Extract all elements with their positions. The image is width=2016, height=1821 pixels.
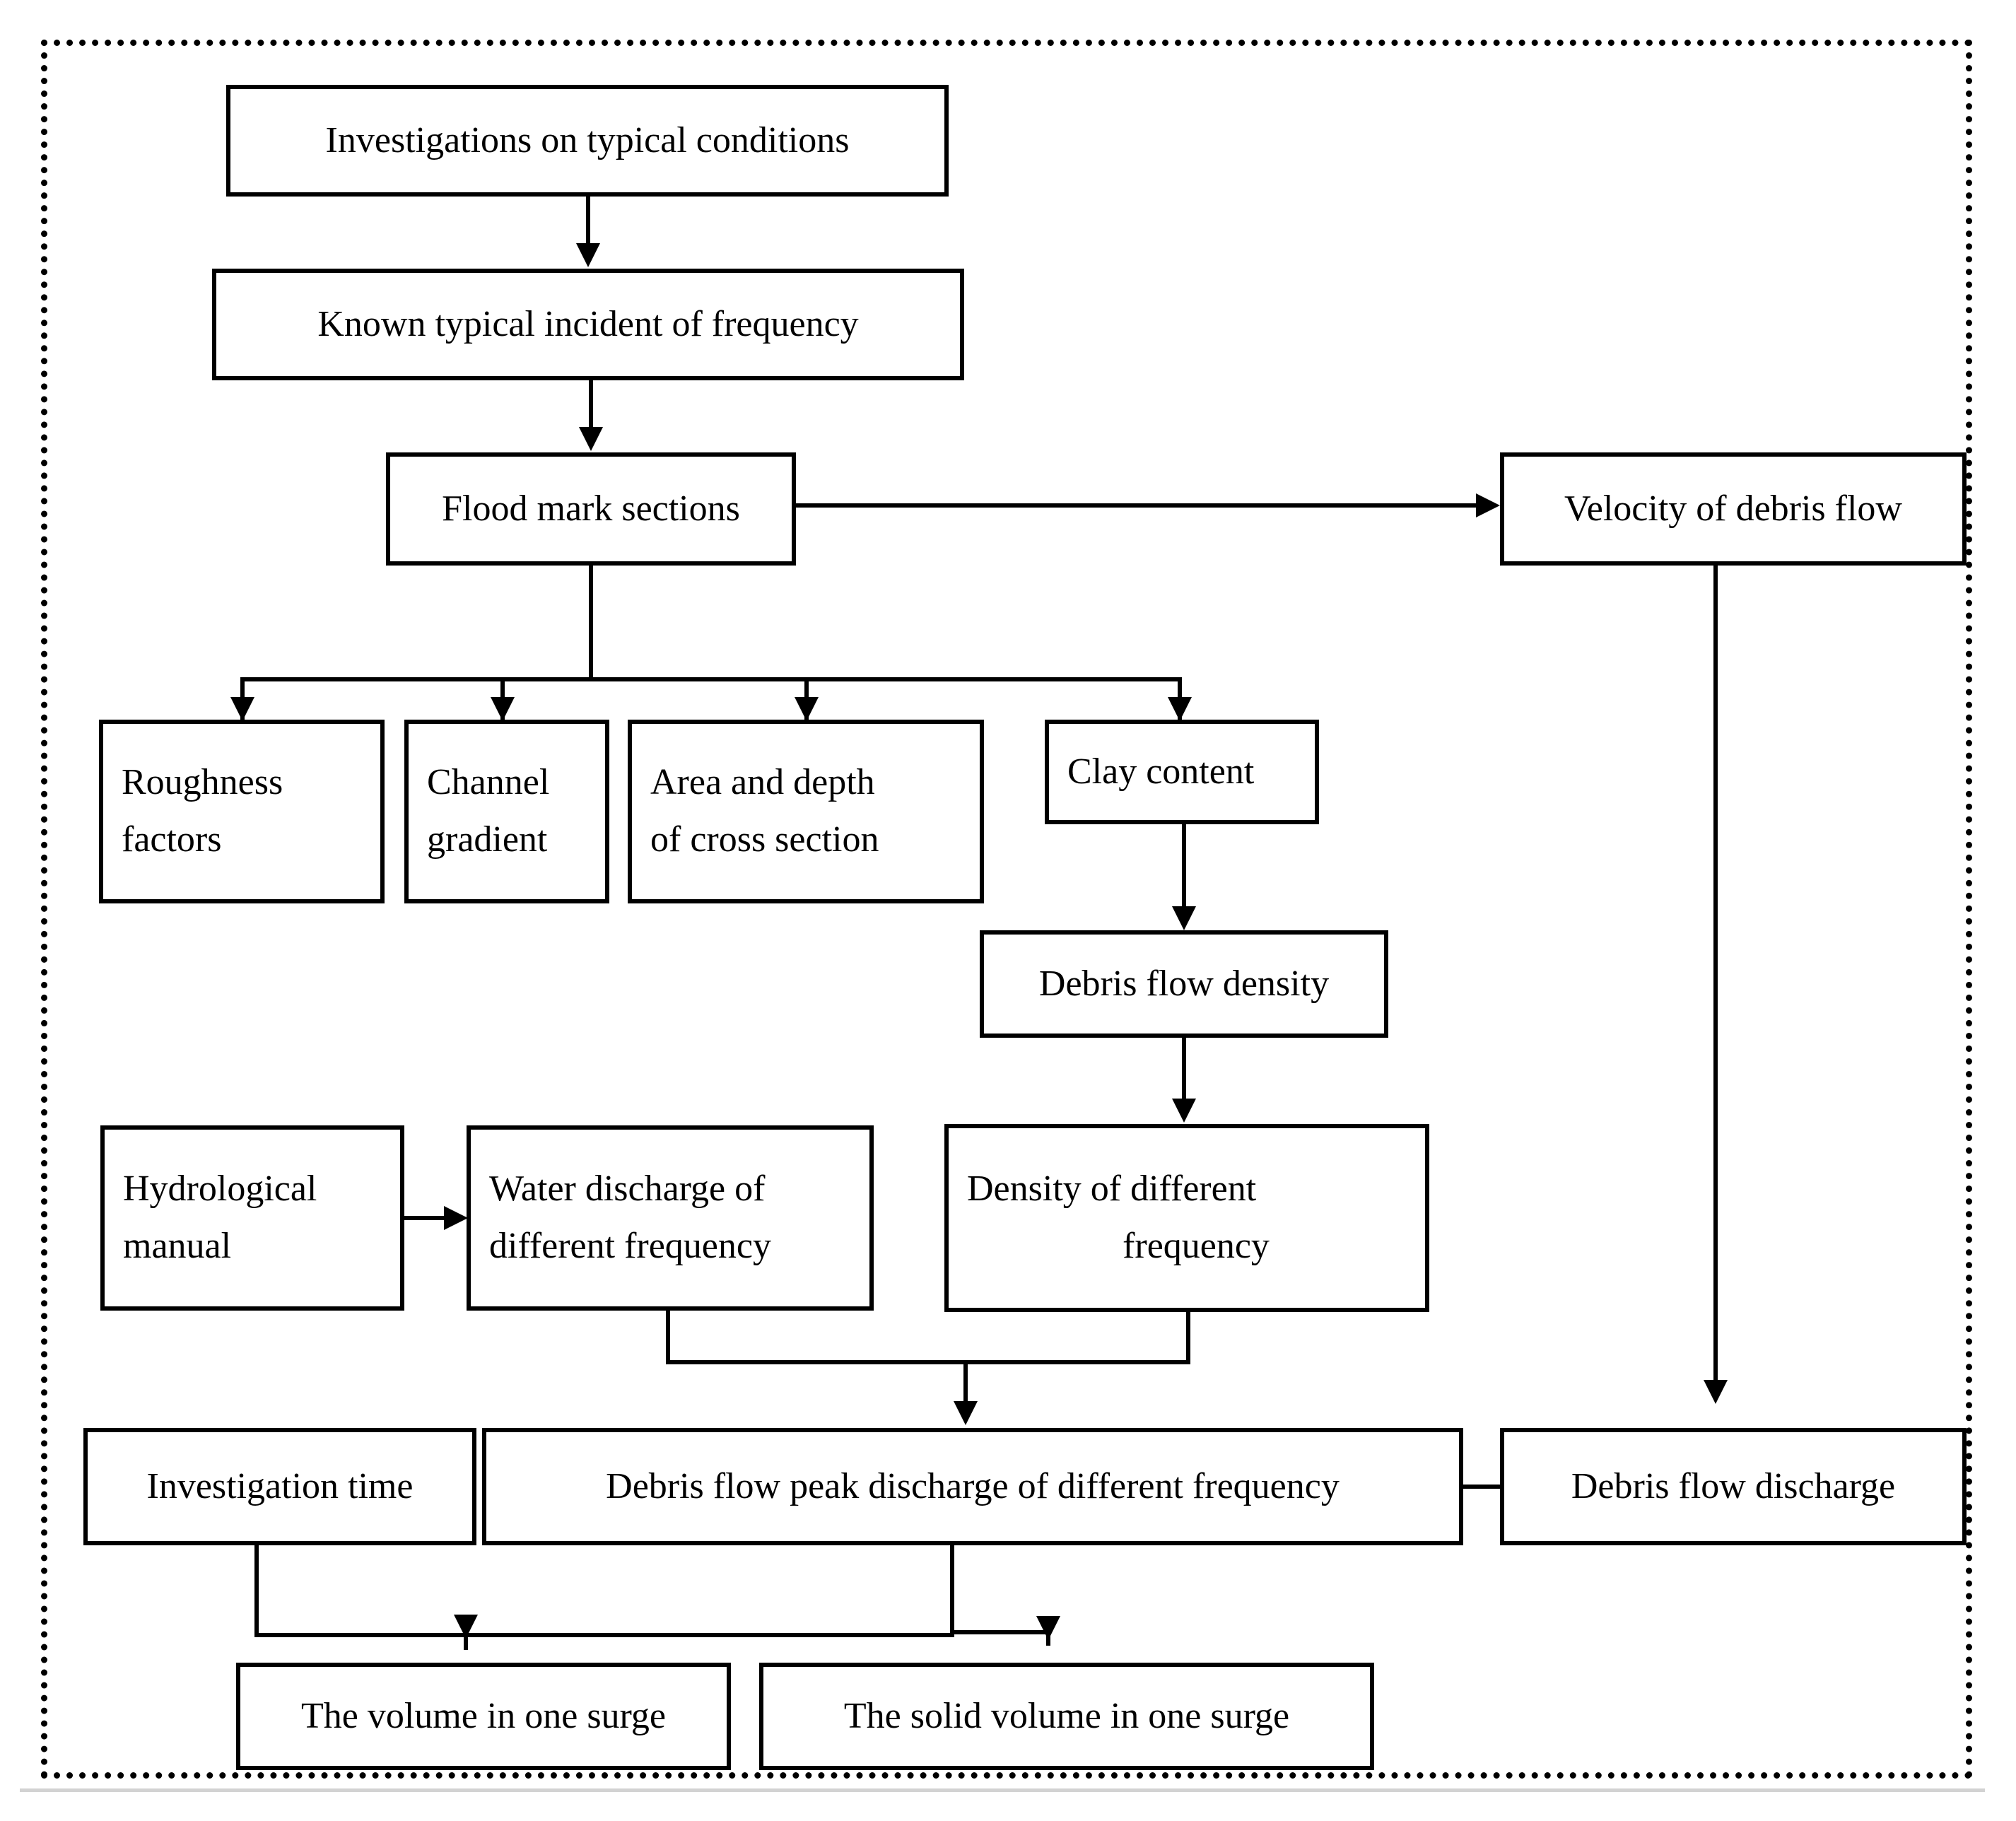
node-peak-discharge-label: Debris flow peak discharge of different … — [606, 1465, 1340, 1506]
bottom-horizontal-rule — [20, 1788, 1985, 1792]
arrowhead-down-clay-content — [1168, 697, 1192, 721]
node-flood-mark-sections-label: Flood mark sections — [442, 488, 740, 529]
node-volume-in-one-surge-label: The volume in one surge — [300, 1695, 667, 1736]
node-investigation-time-label: Investigation time — [146, 1465, 414, 1506]
node-hydrological-manual-line1: Hydrological — [123, 1169, 317, 1210]
edge-density-frequency-down — [1186, 1312, 1190, 1364]
node-hydrological-manual-line2: manual — [123, 1226, 232, 1266]
node-roughness-factors-line1: Roughness — [122, 762, 283, 803]
arrowhead-down-debris-flow-density — [1172, 906, 1196, 930]
arrowhead-down-debris-flow-discharge — [1704, 1380, 1728, 1404]
edge-hydro-manual-to-water-discharge — [404, 1216, 448, 1220]
node-water-discharge-line1: Water discharge of — [489, 1169, 766, 1210]
arrowhead-down-flood-mark — [579, 427, 603, 451]
edge-clay-content-to-density — [1182, 824, 1186, 908]
node-investigation-time[interactable]: Investigation time — [83, 1428, 476, 1545]
node-water-discharge-line2: different frequency — [489, 1226, 771, 1266]
edge-peak-to-volume-stem — [950, 1545, 954, 1637]
node-area-and-depth[interactable]: Area and depth of cross section — [628, 720, 984, 903]
edge-debris-flow-discharge-to-peak — [1446, 1485, 1501, 1489]
arrowhead-right-velocity — [1476, 493, 1500, 517]
edge-flood-mark-to-velocity — [796, 503, 1483, 508]
edge-water-discharge-down — [666, 1311, 670, 1364]
arrowhead-down-solid-volume-in-one-surge — [1036, 1616, 1060, 1640]
node-density-of-different-frequency[interactable]: Density of different frequency — [944, 1124, 1429, 1312]
edge-flood-mark-stem — [589, 566, 593, 680]
dotted-frame-border — [41, 40, 1972, 1779]
node-peak-discharge[interactable]: Debris flow peak discharge of different … — [482, 1428, 1463, 1545]
arrowhead-down-density-frequency — [1172, 1099, 1196, 1123]
edge-investigations-to-known-frequency — [586, 197, 590, 246]
node-debris-flow-density[interactable]: Debris flow density — [980, 930, 1388, 1038]
edge-known-frequency-to-flood-mark — [589, 380, 593, 430]
node-density-of-different-frequency-line2: frequency — [1123, 1226, 1270, 1266]
edge-density-to-density-frequency — [1182, 1038, 1186, 1101]
node-roughness-factors[interactable]: Roughness factors — [99, 720, 385, 903]
arrowhead-down-volume-in-one-surge — [454, 1615, 478, 1639]
arrowhead-down-roughness — [230, 697, 254, 721]
node-debris-flow-discharge-label: Debris flow discharge — [1571, 1465, 1896, 1506]
node-solid-volume-in-one-surge-label: The solid volume in one surge — [843, 1695, 1290, 1736]
node-density-of-different-frequency-line1: Density of different — [967, 1169, 1257, 1210]
node-investigations[interactable]: Investigations on typical conditions — [226, 85, 949, 197]
node-hydrological-manual[interactable]: Hydrological manual — [100, 1125, 404, 1311]
node-clay-content[interactable]: Clay content — [1045, 720, 1319, 824]
node-investigations-label: Investigations on typical conditions — [325, 119, 850, 160]
node-channel-gradient-line2: gradient — [427, 819, 548, 860]
node-debris-flow-density-label: Debris flow density — [1038, 963, 1330, 1004]
node-channel-gradient[interactable]: Channel gradient — [404, 720, 609, 903]
edge-peak-to-solid-volume-elbow — [950, 1630, 1050, 1634]
arrowhead-down-peak-discharge — [954, 1401, 978, 1425]
arrowhead-down-channel-gradient — [491, 697, 515, 721]
arrowhead-down-known-frequency — [576, 243, 600, 267]
arrowhead-down-area-and-depth — [795, 697, 819, 721]
node-velocity-of-debris-flow-label: Velocity of debris flow — [1564, 488, 1902, 529]
node-roughness-factors-line2: factors — [122, 819, 222, 860]
edge-merge-bus-peak-discharge — [666, 1360, 1190, 1364]
node-solid-volume-in-one-surge[interactable]: The solid volume in one surge — [759, 1663, 1374, 1770]
node-velocity-of-debris-flow[interactable]: Velocity of debris flow — [1500, 452, 1967, 566]
node-known-frequency[interactable]: Known typical incident of frequency — [212, 269, 964, 380]
node-channel-gradient-line1: Channel — [427, 762, 550, 803]
node-flood-mark-sections[interactable]: Flood mark sections — [386, 452, 796, 566]
node-volume-in-one-surge[interactable]: The volume in one surge — [236, 1663, 731, 1770]
edge-investigation-time-elbow — [254, 1633, 488, 1637]
edge-investigation-time-down — [254, 1545, 259, 1637]
node-debris-flow-discharge[interactable]: Debris flow discharge — [1500, 1428, 1967, 1545]
edge-volume-drop — [464, 1633, 468, 1650]
edge-fan-bus — [240, 677, 1182, 681]
node-area-and-depth-line2: of cross section — [650, 819, 879, 860]
edge-merge-stem-peak-discharge — [963, 1360, 968, 1404]
node-known-frequency-label: Known typical incident of frequency — [317, 303, 859, 344]
node-clay-content-label: Clay content — [1067, 751, 1255, 792]
node-water-discharge[interactable]: Water discharge of different frequency — [467, 1125, 874, 1311]
node-area-and-depth-line1: Area and depth — [650, 762, 875, 803]
edge-peak-to-volume-elbow — [484, 1633, 954, 1637]
arrowhead-right-water-discharge — [444, 1206, 468, 1230]
edge-velocity-to-debris-flow-discharge — [1713, 566, 1718, 1383]
